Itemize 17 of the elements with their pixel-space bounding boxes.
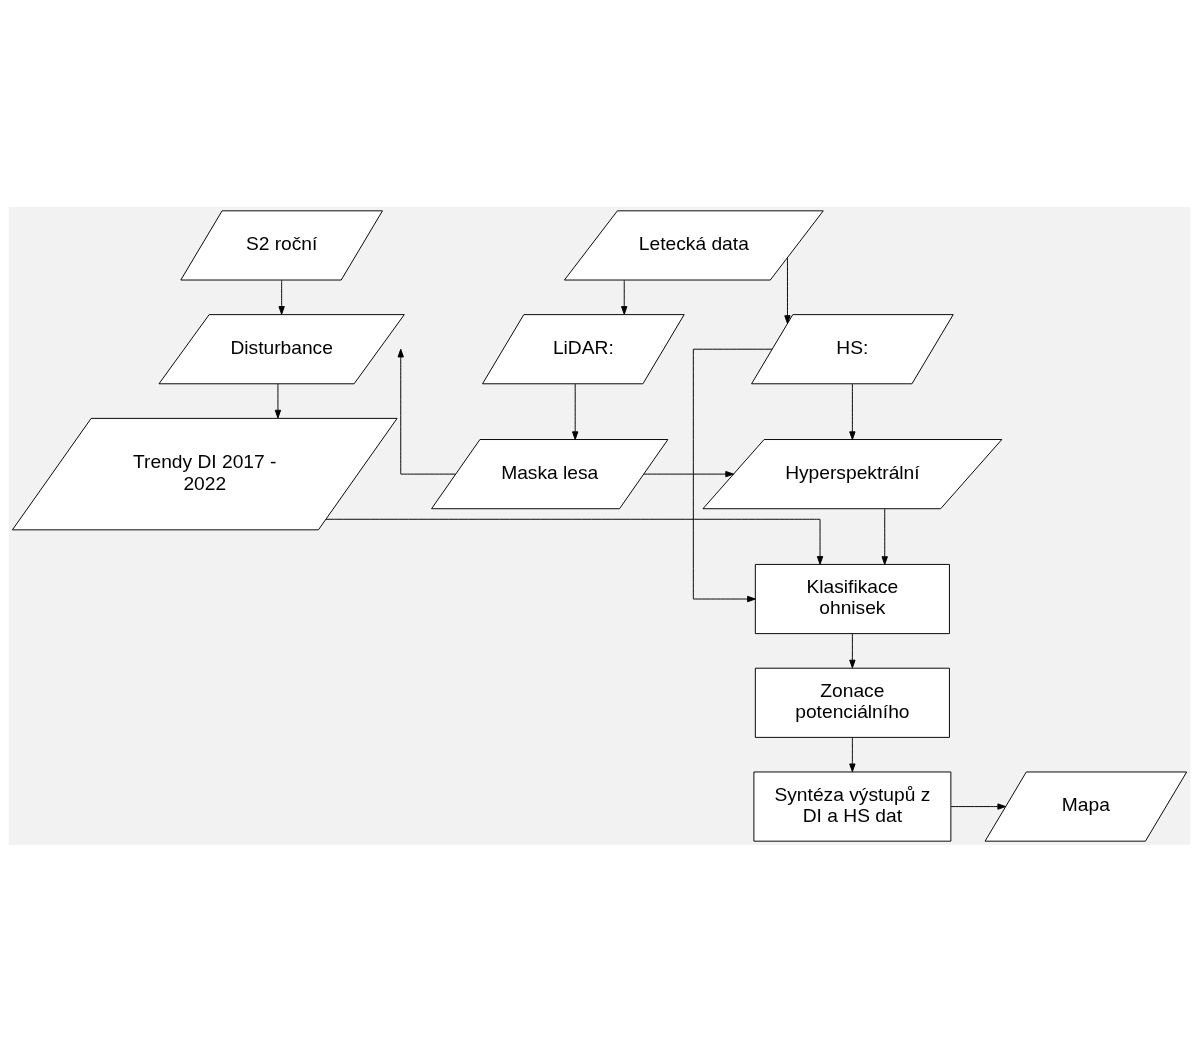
arrow: [325, 518, 824, 565]
node-box: Zonace potenciálního: [754, 667, 950, 738]
arrow: [621, 279, 628, 315]
arrow: [278, 279, 285, 315]
arrow: [692, 348, 773, 603]
arrow: [643, 470, 734, 478]
arrow: [784, 257, 791, 324]
arrow: [849, 383, 856, 440]
node-box: Syntéza výstupů z DI a HS dat: [753, 771, 952, 842]
arrow: [849, 737, 856, 773]
arrow: [274, 383, 282, 419]
arrow: [849, 633, 856, 669]
arrow: [572, 383, 579, 440]
arrow: [881, 508, 888, 565]
arrow: [397, 348, 456, 475]
node-box: Klasifikace ohnisek: [754, 563, 950, 635]
arrow: [950, 803, 1007, 810]
